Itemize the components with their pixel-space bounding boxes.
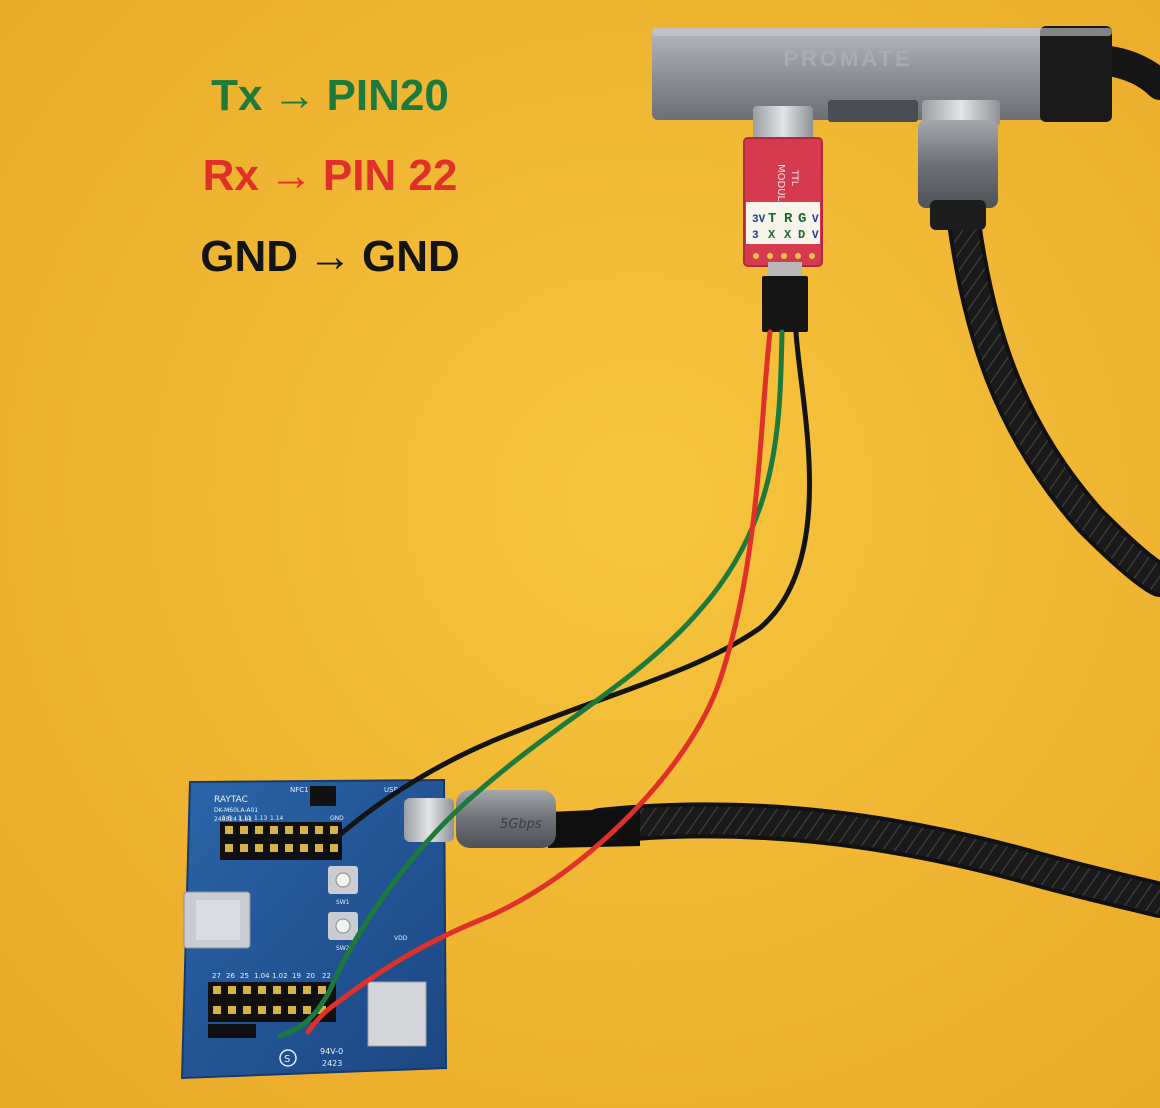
header-top-labels: 1.6 1.11 1.13 1.14 GND [222, 815, 344, 822]
pin-label: GND [330, 815, 344, 822]
pin-label: 25 [240, 972, 249, 980]
pin-mark: G [798, 211, 806, 227]
pin-mark: 3V [752, 214, 766, 226]
usb-hub: PROMATE [652, 26, 1112, 122]
pin-mark: V [812, 214, 819, 226]
legend-tx: Tx→PIN20 [0, 70, 660, 122]
board-usb-cable: 5Gbps [456, 790, 1160, 918]
pin-label: 1.04 [254, 972, 270, 980]
pin-label: 1.14 [270, 815, 284, 822]
legend-rx-left: Rx [202, 151, 259, 200]
legend-tx-arrow: → [272, 71, 317, 120]
usb-label: USB1 [384, 786, 403, 794]
adapter-pin-marks: 3V T R G V 3 X X D V [752, 211, 819, 242]
hub-usb-plug [918, 100, 1000, 230]
legend-tx-right: PIN20 [326, 71, 449, 120]
tx-wire [277, 329, 785, 1039]
board-model: DK-M60LA-A01 [214, 807, 258, 814]
board-date-code: 2423 [322, 1059, 342, 1068]
top-pin-header [220, 822, 342, 860]
adapter-label: MODULES [775, 164, 786, 214]
legend-gnd-right: GND [362, 232, 460, 281]
legend-tx-left: Tx [211, 71, 263, 120]
pin-mark: 3 [752, 230, 759, 242]
pin-mark: X [768, 228, 776, 242]
legend-rx-arrow: → [268, 151, 313, 200]
dev-board: RAYTAC DK-M60LA-A01 240524 1.01 NFC1 USB… [180, 778, 454, 1080]
ce-mark [279, 1049, 297, 1067]
sw1-label: SW1 [336, 899, 350, 906]
ce-mark-text: S [284, 1054, 290, 1065]
rx-wire [305, 329, 773, 1035]
nfc-connector [310, 786, 336, 806]
board-revision: 240524 1.01 [214, 816, 252, 823]
pin-mark: V [812, 230, 819, 242]
pin-mark: T [768, 211, 776, 227]
hub-brand: PROMATE [783, 46, 912, 71]
board-maker: RAYTAC [214, 795, 248, 805]
sw2-label: SW2 [336, 945, 350, 952]
legend-rx: Rx→PIN 22 [0, 150, 660, 202]
pin-mark: X [784, 228, 792, 242]
board-usb-port [404, 798, 454, 842]
usb-cable-label: 5Gbps [500, 817, 542, 832]
pin-label: 1.02 [272, 972, 288, 980]
dupont-connector [762, 262, 808, 332]
adapter-sub-label: TTL [789, 169, 799, 186]
adapter-usb-plug [753, 106, 813, 146]
header-bottom-labels: 27 26 25 1.04 1.02 19 20 22 [212, 972, 331, 980]
pin-label: 26 [226, 972, 235, 980]
sw1-button [328, 866, 358, 894]
pin-label: 22 [322, 972, 331, 980]
sw2-button [328, 912, 358, 940]
pin-label: 20 [306, 972, 315, 980]
pin-label: 27 [212, 972, 221, 980]
jumper-wires [277, 329, 812, 1039]
usb-ttl-adapter: MODULES TTL 3V T R G V 3 X X D V [743, 137, 823, 267]
pin-label: 1.13 [254, 815, 268, 822]
board-rating: 94V-0 [320, 1047, 343, 1056]
pin-mark: R [784, 211, 793, 227]
legend-gnd-left: GND [200, 232, 298, 281]
pin-label: 1.11 [238, 815, 252, 822]
vdd-label: VDD [394, 935, 408, 942]
pin-label: 19 [292, 972, 301, 980]
pin-label: 1.6 [222, 815, 232, 822]
legend-rx-right: PIN 22 [322, 151, 458, 200]
legend-gnd: GND→GND [0, 231, 660, 283]
battery-pad [367, 981, 427, 1047]
gnd-wire [333, 329, 812, 841]
legend-gnd-arrow: → [308, 232, 352, 281]
nfc-label: NFC1 [290, 786, 309, 794]
pin-mark: D [798, 228, 805, 242]
